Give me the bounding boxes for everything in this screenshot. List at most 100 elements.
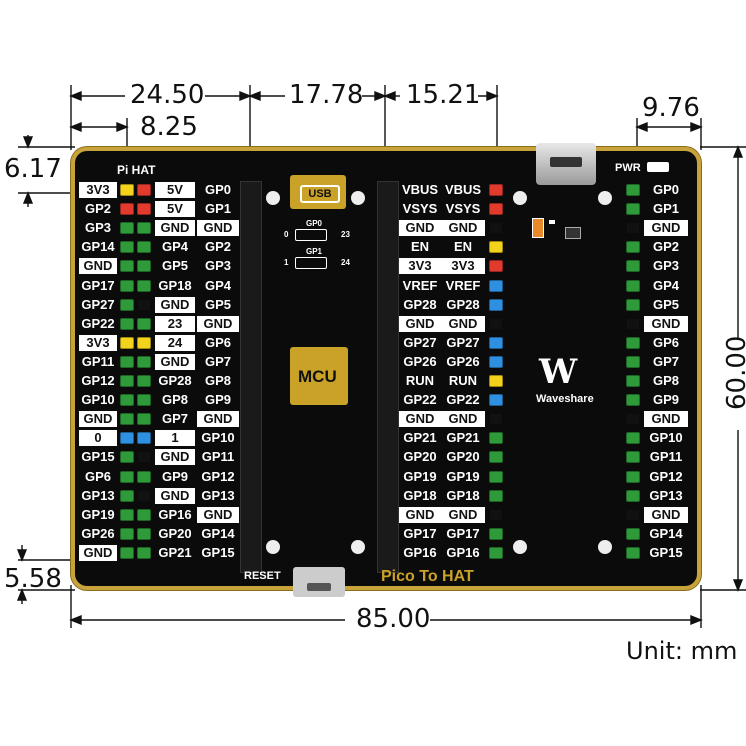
pi-hat-jumper-a[interactable] [120, 546, 134, 559]
pico-jumper[interactable] [489, 451, 503, 464]
pi-hat-jumper-b[interactable] [137, 241, 151, 254]
pi-hat-pin-label: GP22 [79, 315, 117, 332]
pi-hat-jumper-a[interactable] [120, 470, 134, 483]
pi-hat-jumper-b[interactable] [137, 279, 151, 292]
dimension-17-78: 17.78 [289, 80, 364, 110]
pico-jumper[interactable] [489, 527, 503, 540]
pico-jumper[interactable] [489, 470, 503, 483]
pico-jumper[interactable] [489, 432, 503, 445]
right-jumper[interactable] [626, 222, 640, 235]
right-jumper[interactable] [626, 489, 640, 502]
pico-jumper[interactable] [489, 489, 503, 502]
pi-hat-jumper-a[interactable] [120, 203, 134, 216]
pico-jumper[interactable] [489, 317, 503, 330]
pi-hat-jumper-a[interactable] [120, 375, 134, 387]
reset-label: RESET [244, 570, 281, 582]
right-jumper[interactable] [626, 470, 640, 483]
pi-hat-jumper-b[interactable] [137, 413, 151, 426]
right-jumper[interactable] [626, 355, 640, 368]
unit-label: Unit: mm [626, 637, 738, 665]
right-jumper[interactable] [626, 527, 640, 540]
reset-button[interactable] [293, 567, 345, 597]
pi-hat-jumper-b[interactable] [137, 355, 151, 368]
pi-hat-label: Pi HAT [117, 163, 156, 177]
pico-jumper[interactable] [489, 413, 503, 426]
pico-jumper[interactable] [489, 336, 503, 349]
pi-hat-jumper-b[interactable] [137, 527, 151, 540]
right-jumper[interactable] [626, 394, 640, 407]
right-jumper[interactable] [626, 184, 640, 196]
right-jumper[interactable] [626, 375, 640, 387]
pi-hat-jumper-a[interactable] [120, 241, 134, 254]
pico-jumper[interactable] [489, 298, 503, 311]
reset-button-cap[interactable] [307, 583, 331, 591]
pi-hat-jumper-a[interactable] [120, 413, 134, 426]
pi-hat-jumper-b[interactable] [137, 203, 151, 216]
pico-pin-label: GP17 [441, 525, 485, 542]
pi-hat-jumper-b[interactable] [137, 336, 151, 349]
right-jumper[interactable] [626, 260, 640, 273]
right-gp-label: GP0 [644, 182, 688, 198]
pico-jumper[interactable] [489, 241, 503, 254]
pi-hat-jumper-a[interactable] [120, 184, 134, 196]
pico-jumper[interactable] [489, 184, 503, 196]
pico-jumper[interactable] [489, 222, 503, 235]
pico-pin-label: GND [399, 506, 441, 523]
right-jumper[interactable] [626, 203, 640, 216]
pi-hat-jumper-b[interactable] [137, 546, 151, 559]
pi-hat-jumper-b[interactable] [137, 260, 151, 273]
pi-hat-jumper-b[interactable] [137, 432, 151, 445]
right-jumper[interactable] [626, 546, 640, 559]
right-jumper[interactable] [626, 432, 640, 445]
pi-hat-jumper-a[interactable] [120, 222, 134, 235]
pi-hat-jumper-a[interactable] [120, 432, 134, 445]
right-jumper[interactable] [626, 413, 640, 426]
pi-hat-jumper-a[interactable] [120, 489, 134, 502]
pi-hat-jumper-b[interactable] [137, 375, 151, 387]
pi-hat-pin-label: 3V3 [79, 334, 117, 351]
pi-hat-pin-label: GND [155, 296, 195, 313]
pico-jumper[interactable] [489, 355, 503, 368]
pi-hat-jumper-a[interactable] [120, 451, 134, 464]
gp0-solder-jumper[interactable] [295, 229, 327, 241]
pi-hat-jumper-a[interactable] [120, 298, 134, 311]
gp1-left-label: 1 [284, 258, 289, 267]
pi-hat-pin-label: GP10 [79, 392, 117, 409]
pico-jumper[interactable] [489, 203, 503, 216]
pi-hat-jumper-a[interactable] [120, 355, 134, 368]
pico-jumper[interactable] [489, 508, 503, 521]
pi-hat-jumper-b[interactable] [137, 317, 151, 330]
pico-jumper[interactable] [489, 546, 503, 559]
right-jumper[interactable] [626, 298, 640, 311]
pico-jumper[interactable] [489, 394, 503, 407]
dimension-5-58: 5.58 [4, 564, 62, 594]
pi-hat-jumper-b[interactable] [137, 394, 151, 407]
pico-jumper[interactable] [489, 260, 503, 273]
gp1-solder-jumper[interactable] [295, 257, 327, 269]
pi-hat-jumper-b[interactable] [137, 298, 151, 311]
right-gp-label: GP12 [644, 468, 688, 485]
pi-hat-jumper-b[interactable] [137, 184, 151, 196]
pi-hat-jumper-b[interactable] [137, 508, 151, 521]
pi-hat-jumper-a[interactable] [120, 317, 134, 330]
pi-hat-jumper-a[interactable] [120, 336, 134, 349]
pico-jumper[interactable] [489, 279, 503, 292]
pi-hat-jumper-b[interactable] [137, 489, 151, 502]
pi-hat-jumper-b[interactable] [137, 222, 151, 235]
pi-hat-jumper-a[interactable] [120, 279, 134, 292]
right-jumper[interactable] [626, 451, 640, 464]
right-jumper[interactable] [626, 279, 640, 292]
pi-hat-jumper-b[interactable] [137, 451, 151, 464]
pico-pin-label: GP18 [441, 487, 485, 504]
right-jumper[interactable] [626, 508, 640, 521]
right-jumper[interactable] [626, 317, 640, 330]
right-jumper[interactable] [626, 241, 640, 254]
pi-hat-jumper-b[interactable] [137, 470, 151, 483]
pico-jumper[interactable] [489, 375, 503, 387]
right-jumper[interactable] [626, 336, 640, 349]
pi-hat-jumper-a[interactable] [120, 260, 134, 273]
pi-hat-jumper-a[interactable] [120, 527, 134, 540]
pi-hat-jumper-a[interactable] [120, 508, 134, 521]
pi-hat-jumper-a[interactable] [120, 394, 134, 407]
